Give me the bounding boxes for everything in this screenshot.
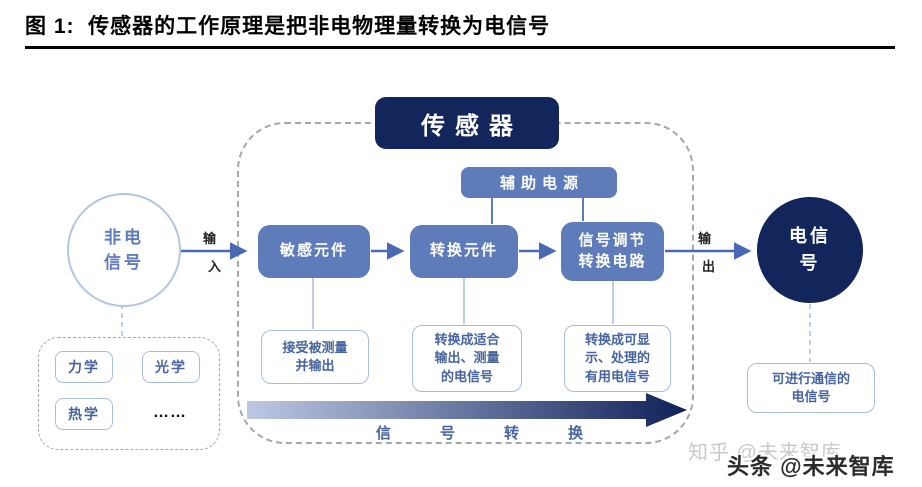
signal-flow-label: 信号转换 bbox=[376, 425, 633, 442]
stage-box-signal-conditioning: 信号调节 转换电路 bbox=[561, 222, 664, 281]
title-divider bbox=[25, 46, 895, 49]
category-mechanics: 力学 bbox=[55, 351, 113, 383]
stage-box-conversion-element: 转换元件 bbox=[410, 225, 518, 278]
input-label-top: 输 bbox=[203, 231, 217, 246]
aux-power-box: 辅助电源 bbox=[461, 167, 617, 198]
category-ellipsis: …… bbox=[153, 404, 187, 421]
stage-note-3: 转换成可显 示、处理的 有用电信号 bbox=[564, 325, 671, 392]
output-label-bottom: 出 bbox=[702, 259, 716, 274]
stage-note-1: 接受被测量 并输出 bbox=[261, 330, 369, 384]
category-optics: 光学 bbox=[142, 351, 200, 383]
figure-title: 图 1: 传感器的工作原理是把非电物理量转换为电信号 bbox=[25, 15, 551, 38]
input-label-bottom: 入 bbox=[208, 259, 222, 274]
output-note: 可进行通信的 电信号 bbox=[747, 363, 875, 413]
watermark-zhihu: 知乎 @未来智库 bbox=[688, 442, 842, 464]
output-label-top: 输 bbox=[698, 231, 712, 246]
input-signal-circle: 非电 信号 bbox=[67, 193, 181, 307]
sensor-title-box: 传感器 bbox=[375, 97, 559, 149]
stage-note-2: 转换成适合 输出、测量 的电信号 bbox=[412, 325, 522, 392]
watermark-toutiao: 头条 @未来智库 bbox=[727, 454, 895, 479]
stage-box-sensitive-element: 敏感元件 bbox=[258, 225, 370, 278]
output-signal-circle: 电信 号 bbox=[757, 197, 863, 303]
category-thermal: 热学 bbox=[55, 398, 113, 430]
category-dashed-frame bbox=[38, 337, 220, 450]
